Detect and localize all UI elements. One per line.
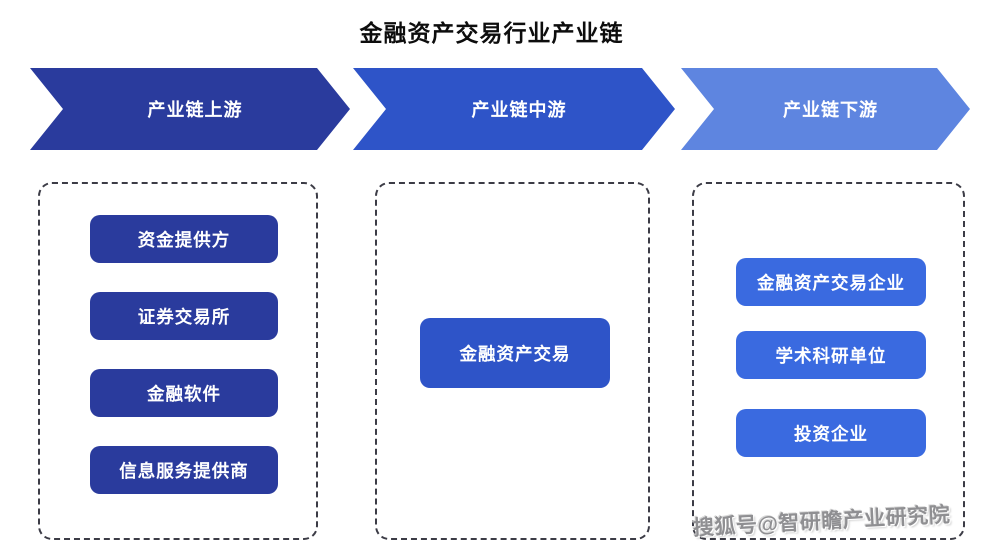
midstream-group: 金融资产交易 xyxy=(375,182,650,540)
upstream-node-info-service-providers: 信息服务提供商 xyxy=(90,446,278,494)
midstream-node-financial-asset-trading: 金融资产交易 xyxy=(420,318,610,388)
downstream-node-investment-enterprises: 投资企业 xyxy=(736,409,926,457)
upstream-node-stock-exchanges: 证券交易所 xyxy=(90,292,278,340)
stage-label-downstream: 产业链下游 xyxy=(783,100,878,120)
downstream-group: 金融资产交易企业 学术科研单位 投资企业 xyxy=(692,182,965,540)
stage-arrow-downstream: 产业链下游 xyxy=(681,68,970,150)
stage-label-upstream: 产业链上游 xyxy=(147,100,243,120)
upstream-node-financial-software: 金融软件 xyxy=(90,369,278,417)
upstream-node-fund-providers: 资金提供方 xyxy=(90,215,278,263)
downstream-node-academic-research: 学术科研单位 xyxy=(736,331,926,379)
stage-label-midstream: 产业链中游 xyxy=(471,100,567,120)
stage-arrow-upstream: 产业链上游 xyxy=(30,68,350,150)
downstream-node-trading-enterprises: 金融资产交易企业 xyxy=(736,258,926,306)
stage-arrow-midstream: 产业链中游 xyxy=(353,68,675,150)
upstream-group: 资金提供方 证券交易所 金融软件 信息服务提供商 xyxy=(38,182,318,540)
page-title: 金融资产交易行业产业链 xyxy=(359,20,624,46)
